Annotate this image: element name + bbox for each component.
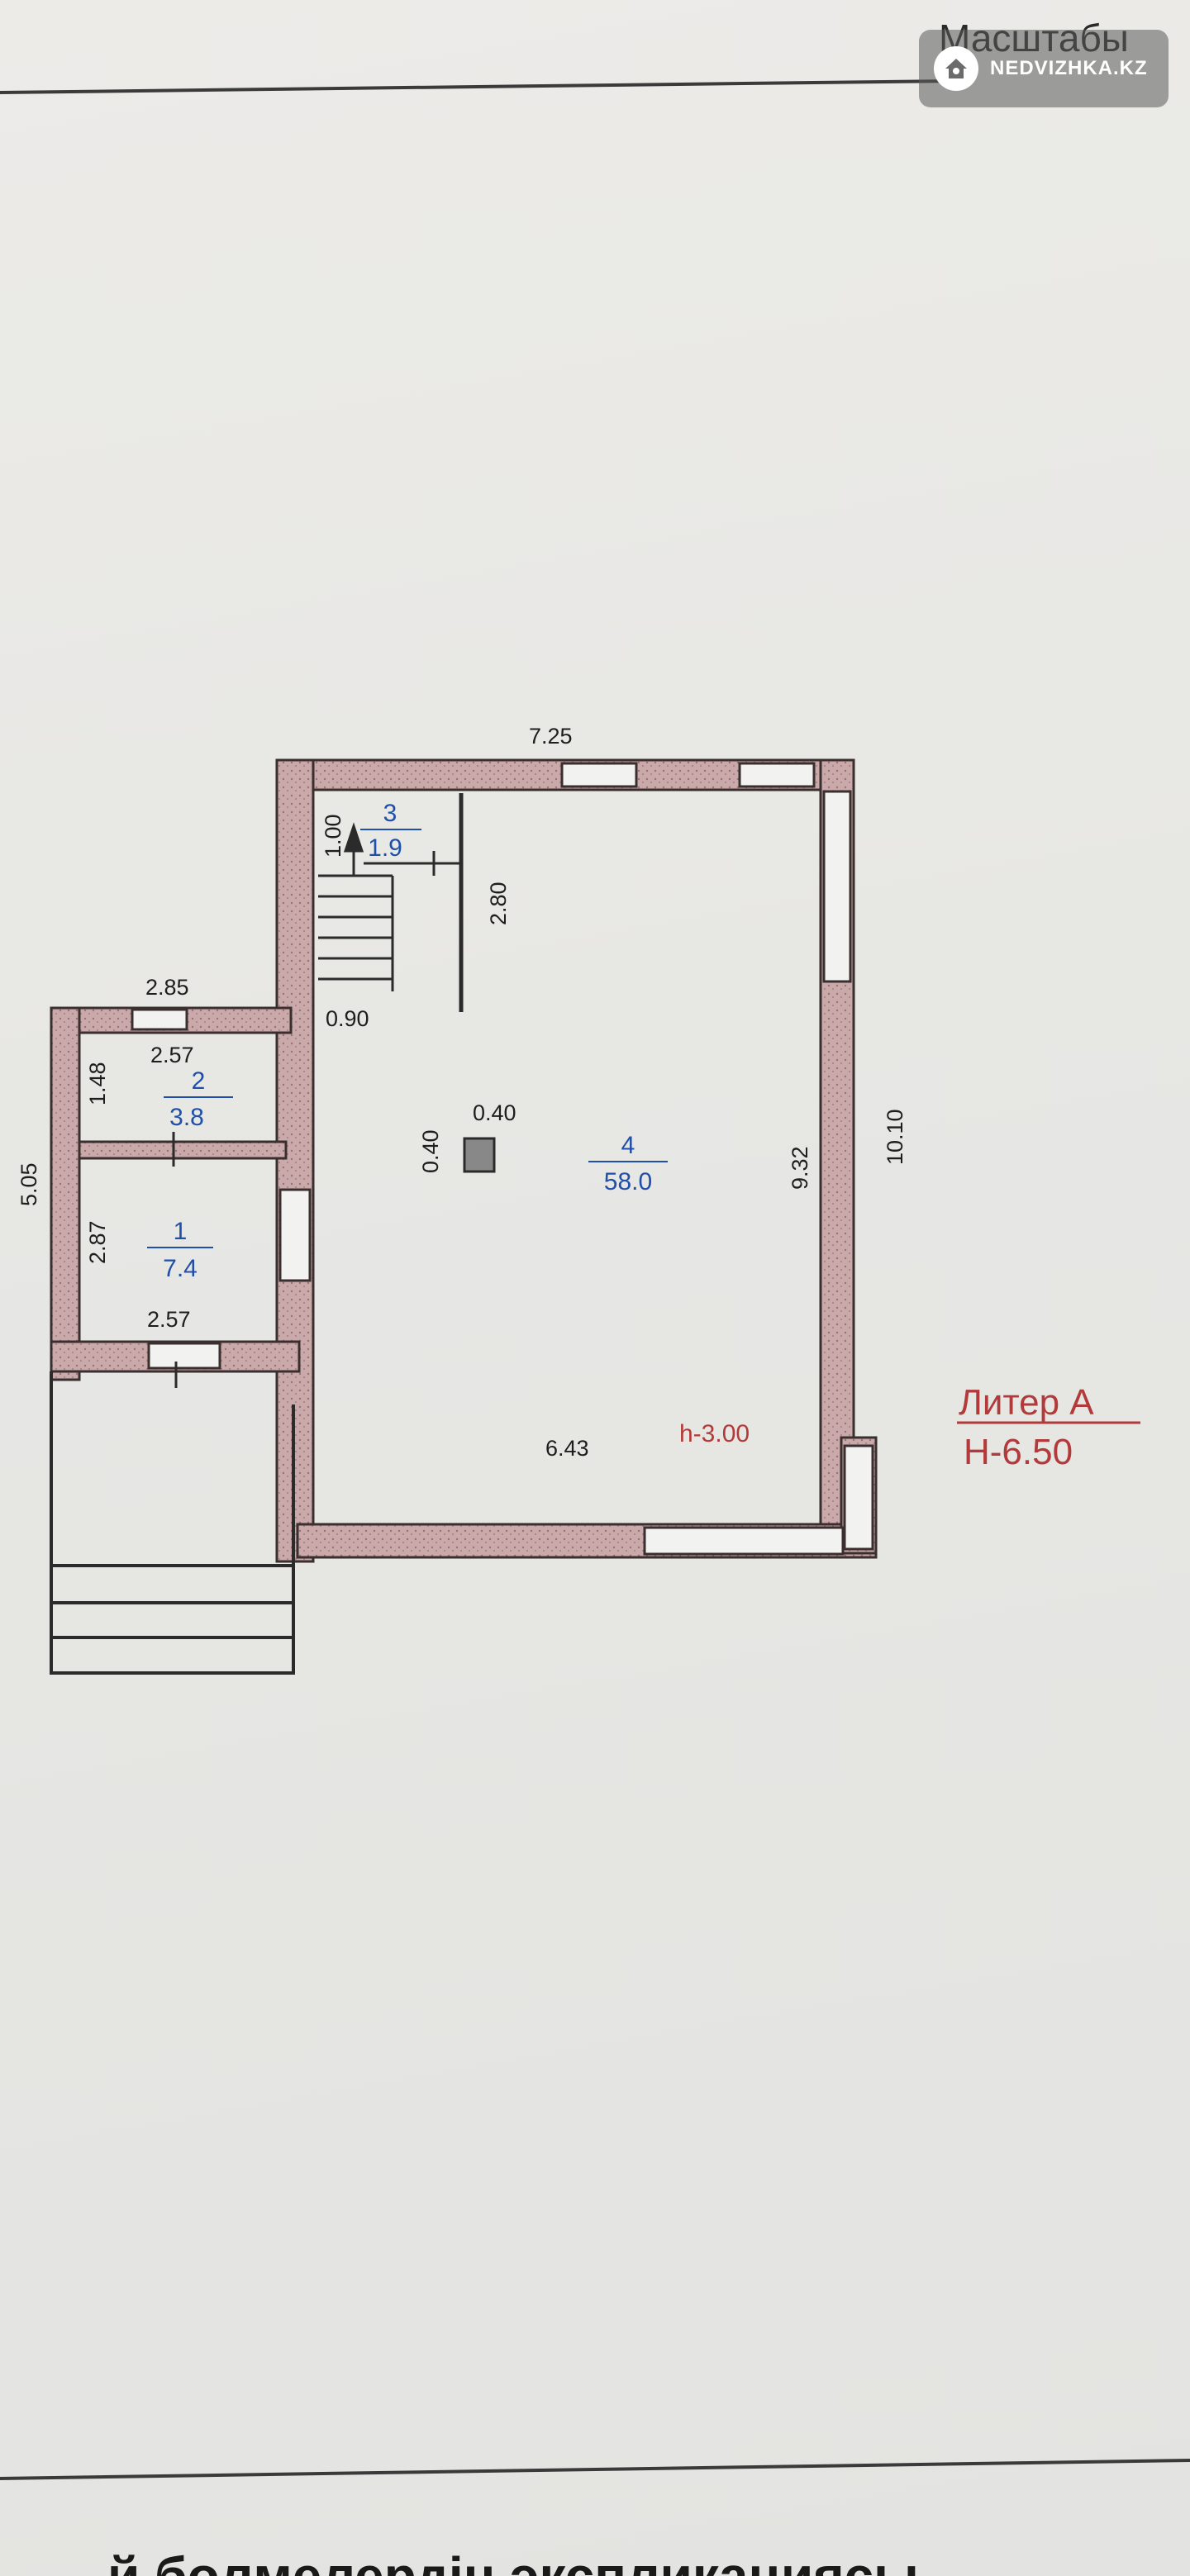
svg-text:4: 4 <box>621 1132 635 1159</box>
svg-text:3.8: 3.8 <box>169 1104 204 1131</box>
dim-right-inner-height: 9.32 <box>788 1146 812 1190</box>
house-logo-icon <box>934 46 978 91</box>
liter-height: Н-6.50 <box>964 1432 1073 1472</box>
watermark-text: NEDVIZHKA.KZ <box>990 57 1148 79</box>
staircase <box>318 822 394 991</box>
sheet-top-border <box>0 79 951 94</box>
svg-text:1.9: 1.9 <box>368 834 402 862</box>
entrance-steps <box>50 1371 295 1675</box>
dim-room1-width: 2.57 <box>147 1307 191 1332</box>
window-marks <box>278 762 874 1556</box>
dim-annex-outer-height: 5.05 <box>17 1162 41 1206</box>
room-label-4: 4 58.0 <box>588 1132 668 1195</box>
dim-right-outer-height: 10.10 <box>883 1109 907 1165</box>
sheet-bottom-border <box>0 2459 1190 2480</box>
dim-room2-width: 2.57 <box>150 1043 194 1067</box>
dim-room1-height: 2.87 <box>85 1220 110 1264</box>
svg-text:3: 3 <box>383 800 397 827</box>
svg-text:1: 1 <box>174 1218 188 1245</box>
dim-partition-length: 2.80 <box>486 882 511 925</box>
partition-wall <box>364 793 464 1012</box>
room-label-2: 2 3.8 <box>164 1067 233 1131</box>
svg-text:58.0: 58.0 <box>604 1168 652 1195</box>
svg-text:2: 2 <box>192 1067 206 1095</box>
ceiling-height-label: h-3.00 <box>679 1420 750 1447</box>
dim-bottom-inner-width: 6.43 <box>545 1436 589 1461</box>
dim-top-width: 7.25 <box>529 724 573 749</box>
watermark-badge: NEDVIZHKA.KZ <box>919 30 1169 107</box>
door-ticks <box>172 1132 178 1388</box>
dim-column-height: 0.40 <box>418 1129 443 1173</box>
dim-annex-top-width: 2.85 <box>145 975 189 1000</box>
room-label-1: 1 7.4 <box>147 1218 213 1282</box>
dim-room2-height: 1.48 <box>85 1062 110 1105</box>
column <box>463 1137 496 1173</box>
svg-text:7.4: 7.4 <box>163 1255 198 1282</box>
dim-stair-length: 1.00 <box>321 814 345 858</box>
annex-window-marks <box>131 1008 221 1370</box>
room-label-3: 3 1.9 <box>360 800 421 862</box>
liter-name: Литер А <box>959 1382 1094 1423</box>
explication-heading: й бөлмелердің экспликациясы <box>107 2546 919 2576</box>
dim-column-width: 0.40 <box>473 1100 516 1125</box>
dim-stair-width: 0.90 <box>326 1006 369 1031</box>
